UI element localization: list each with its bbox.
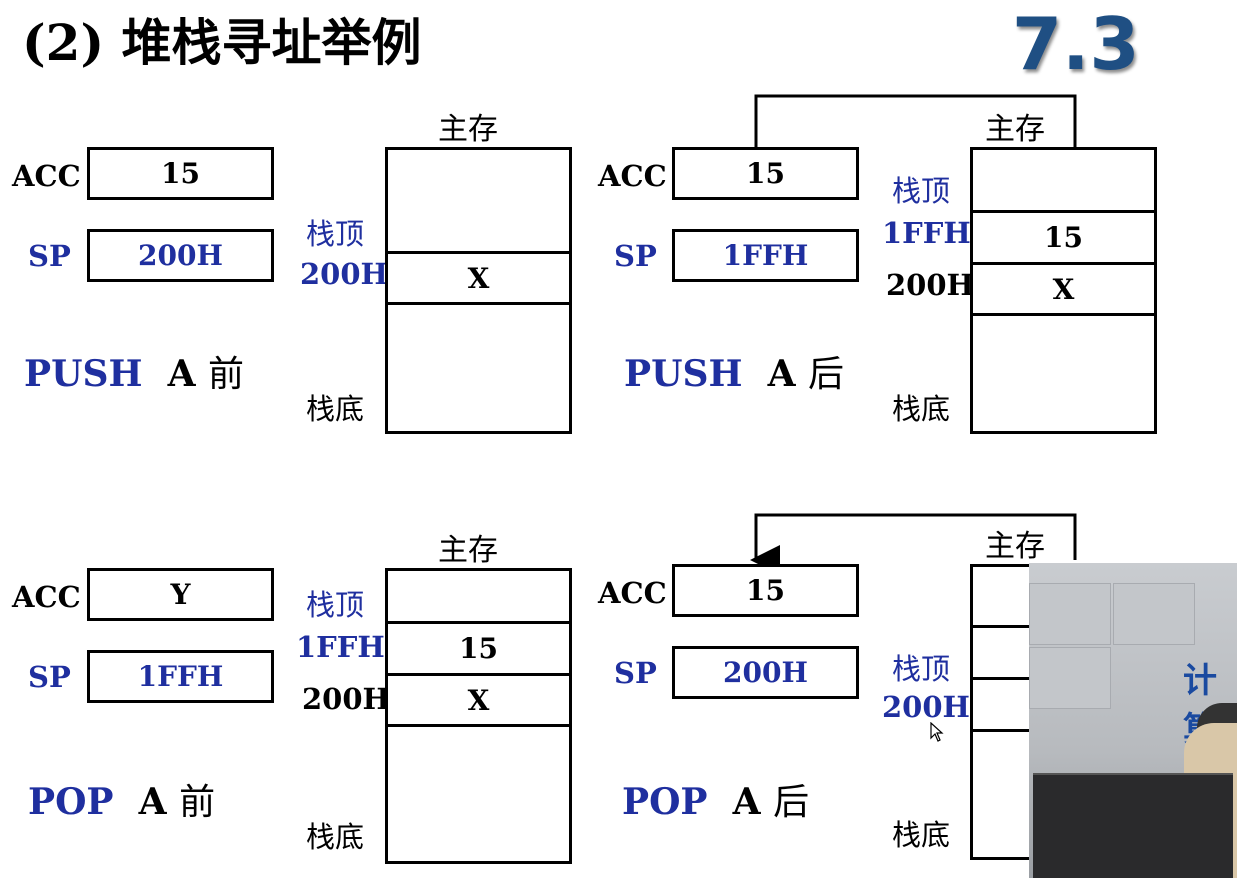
- sp-label: SP: [28, 239, 71, 273]
- pop-arrow: [750, 513, 1077, 575]
- sp-register: 200H: [672, 646, 859, 699]
- address-label: 200H: [300, 257, 388, 291]
- acc-label: ACC: [12, 159, 81, 193]
- stack-bottom-label: 栈底: [306, 820, 365, 854]
- memory-cell: X: [388, 676, 569, 727]
- stack-bottom-label: 栈底: [892, 392, 951, 426]
- sp-register: 200H: [87, 229, 274, 282]
- stack-top-label: 栈顶: [306, 588, 365, 622]
- address-label: 200H: [886, 268, 974, 302]
- acc-label: ACC: [598, 159, 667, 193]
- sp-register: 1FFH: [87, 650, 274, 703]
- acc-register: 15: [672, 564, 859, 617]
- address-label: 200H: [882, 690, 970, 724]
- address-label: 200H: [302, 682, 390, 716]
- memory-stack: 15 X: [385, 568, 572, 864]
- memory-title: 主存: [438, 112, 498, 147]
- sp-register: 1FFH: [672, 229, 859, 282]
- memory-cell: 15: [388, 624, 569, 676]
- memory-stack: X: [385, 147, 572, 434]
- acc-label: ACC: [598, 576, 667, 610]
- acc-register: Y: [87, 568, 274, 621]
- stack-top-label: 栈顶: [892, 652, 951, 686]
- stack-bottom-label: 栈底: [892, 818, 951, 852]
- section-number: 7.3: [1012, 2, 1140, 86]
- stack-top-label: 栈顶: [892, 174, 951, 208]
- memory-cell: X: [388, 254, 569, 305]
- memory-cell: [388, 571, 569, 624]
- stack-top-label: 栈顶: [306, 217, 365, 251]
- page-title: (2) 堆栈寻址举例: [22, 13, 422, 72]
- memory-title: 主存: [985, 112, 1045, 147]
- memory-title: 主存: [985, 529, 1045, 564]
- sp-value: 200H: [138, 239, 223, 272]
- memory-cell: 15: [973, 213, 1154, 265]
- acc-value: 15: [161, 157, 200, 190]
- address-label: 1FFH: [296, 630, 385, 664]
- sp-value: 1FFH: [722, 239, 809, 272]
- acc-value: 15: [746, 157, 785, 190]
- laptop-image: [1033, 773, 1233, 878]
- caption-pop-before: POP A 前: [28, 781, 216, 823]
- mouse-cursor-icon: [930, 722, 944, 742]
- sp-label: SP: [614, 656, 657, 690]
- acc-value: Y: [170, 578, 191, 611]
- memory-stack: 15 X: [970, 147, 1157, 434]
- memory-title: 主存: [438, 533, 498, 568]
- sp-label: SP: [614, 239, 657, 273]
- caption-push-before: PUSH A 前: [24, 353, 245, 395]
- acc-value: 15: [746, 574, 785, 607]
- memory-cell: [388, 150, 569, 254]
- video-overlay: 计算: [1029, 563, 1237, 878]
- caption-push-after: PUSH A 后: [624, 353, 845, 395]
- sp-value: 200H: [723, 656, 808, 689]
- memory-cell: X: [973, 265, 1154, 316]
- sp-label: SP: [28, 660, 71, 694]
- push-arrow: [754, 94, 1099, 205]
- acc-register: 15: [672, 147, 859, 200]
- acc-register: 15: [87, 147, 274, 200]
- memory-cell: [973, 150, 1154, 213]
- caption-pop-after: POP A 后: [622, 781, 810, 823]
- stack-bottom-label: 栈底: [306, 392, 365, 426]
- address-label: 1FFH: [882, 216, 971, 250]
- acc-label: ACC: [12, 580, 81, 614]
- sp-value: 1FFH: [137, 660, 224, 693]
